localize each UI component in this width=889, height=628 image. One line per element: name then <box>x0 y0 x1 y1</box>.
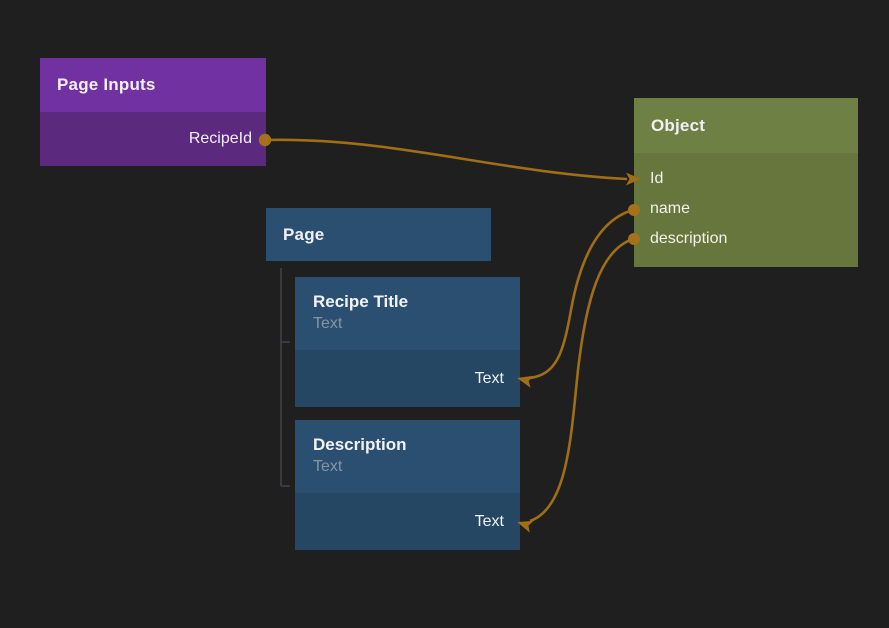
object-field-id[interactable]: Id <box>634 164 858 194</box>
description-text-input-label: Text <box>474 512 504 530</box>
object-field-description[interactable]: description <box>634 224 858 254</box>
object-name-port[interactable] <box>628 204 640 216</box>
object-title: Object <box>651 115 706 135</box>
object-field-name[interactable]: name <box>634 194 858 224</box>
node-page[interactable]: Page <box>266 208 491 261</box>
recipe-title-text-input-label: Text <box>474 369 504 387</box>
arrowhead-description-text-icon <box>517 520 534 533</box>
node-page-inputs[interactable]: Page Inputs RecipeId <box>40 58 266 166</box>
wire-object-name-to-recipe-title-text[interactable] <box>529 208 634 380</box>
node-object[interactable]: Object Id name description <box>634 98 858 267</box>
recipe-title-title: Recipe Title <box>313 292 409 311</box>
object-body: Id name description <box>634 153 858 267</box>
recipe-title-subtitle: Text <box>313 315 343 332</box>
object-header[interactable]: Object <box>634 98 858 153</box>
recipe-title-text-input-row[interactable]: Text <box>295 350 520 407</box>
recipe-title-header[interactable]: Recipe Title Text <box>295 277 520 350</box>
arrowhead-recipe-title-text-icon <box>517 375 534 388</box>
page-header[interactable]: Page <box>266 208 491 261</box>
wire-object-description-to-description-text[interactable] <box>529 237 634 523</box>
description-title: Description <box>313 435 407 454</box>
object-field-name-label: name <box>650 200 691 217</box>
arrowhead-object-id-icon <box>626 172 641 186</box>
description-header[interactable]: Description Text <box>295 420 520 493</box>
description-text-input-row[interactable]: Text <box>295 493 520 550</box>
object-field-id-label: Id <box>650 170 664 187</box>
page-title: Page <box>283 224 325 244</box>
object-description-port[interactable] <box>628 233 640 245</box>
node-description[interactable]: Description Text Text <box>295 420 520 550</box>
recipeid-output-row[interactable]: RecipeId <box>40 112 266 166</box>
page-inputs-header[interactable]: Page Inputs <box>40 58 266 112</box>
page-inputs-title: Page Inputs <box>57 75 156 94</box>
wire-recipeid-to-object-id[interactable] <box>264 138 628 181</box>
object-field-description-label: description <box>650 230 728 247</box>
recipeid-output-label: RecipeId <box>188 130 252 147</box>
node-recipe-title[interactable]: Recipe Title Text Text <box>295 277 520 407</box>
recipeid-output-port[interactable] <box>258 133 272 147</box>
description-subtitle: Text <box>313 458 343 475</box>
page-inputs-body: RecipeId <box>40 112 266 166</box>
